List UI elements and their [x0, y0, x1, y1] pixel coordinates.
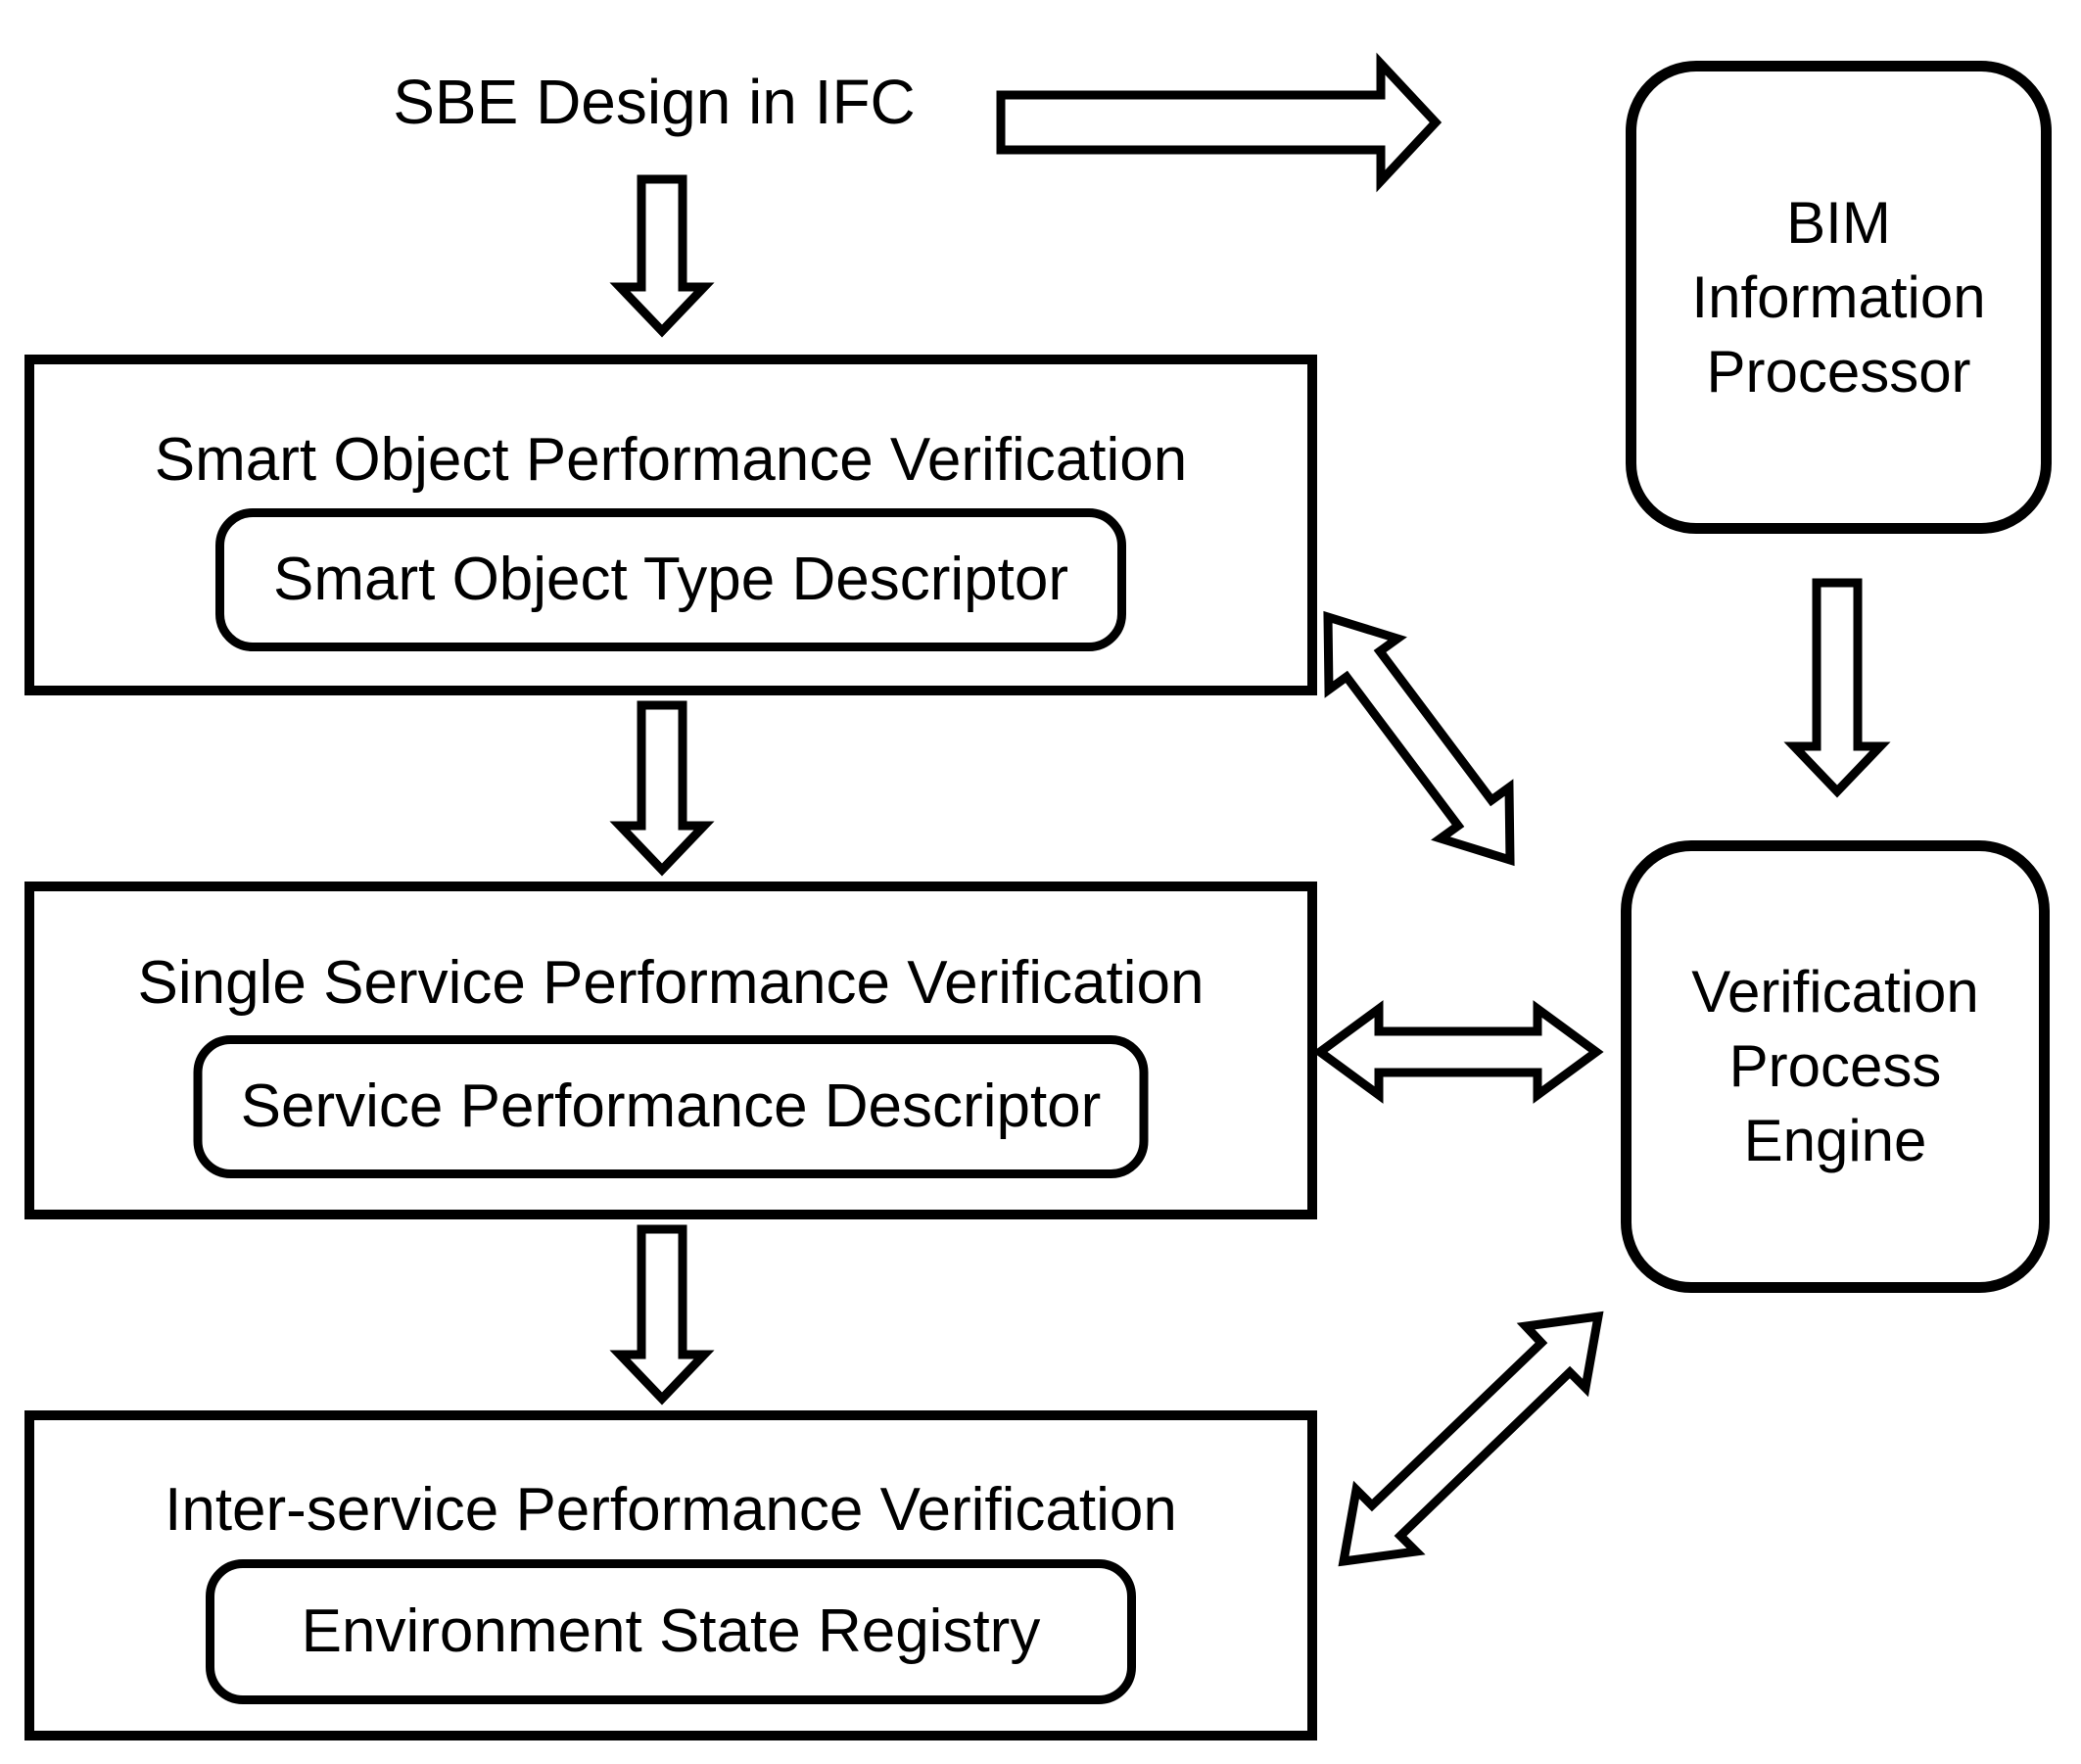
bim-line-3: Processor: [1706, 338, 1971, 405]
verification-process-engine-node: Verification Process Engine: [1621, 840, 2050, 1293]
arrow-sbe-to-bim-icon: [996, 52, 1443, 193]
service-performance-descriptor-node: Service Performance Descriptor: [193, 1035, 1149, 1178]
vpe-line-3: Engine: [1743, 1108, 1927, 1173]
bim-information-processor-node: BIM Information Processor: [1626, 61, 2052, 534]
inter-service-verification-title: Inter-service Performance Verification: [165, 1476, 1177, 1544]
bim-line-2: Information: [1691, 263, 1986, 330]
arrow-bim-to-engine-icon: [1783, 578, 1891, 798]
single-service-verification-node: Single Service Performance Verification …: [24, 882, 1317, 1219]
smart-object-verification-title: Smart Object Performance Verification: [154, 426, 1188, 494]
environment-state-registry-label: Environment State Registry: [301, 1597, 1041, 1665]
arrow-inter-service-engine-bidirectional-icon: [1338, 1311, 1604, 1567]
vpe-line-1: Verification: [1691, 959, 1979, 1025]
smart-object-type-descriptor-node: Smart Object Type Descriptor: [215, 508, 1126, 651]
arrow-single-service-to-inter-service-icon: [609, 1224, 715, 1406]
sbe-design-label: SBE Design in IFC: [393, 67, 916, 137]
arrow-sbe-to-smart-object-icon: [609, 174, 715, 338]
inter-service-verification-node: Inter-service Performance Verification E…: [24, 1410, 1317, 1740]
arrow-single-service-engine-bidirectional-icon: [1312, 1000, 1604, 1104]
smart-object-verification-node: Smart Object Performance Verification Sm…: [24, 355, 1317, 695]
environment-state-registry-node: Environment State Registry: [206, 1559, 1136, 1704]
bim-line-1: BIM: [1786, 189, 1891, 256]
smart-object-type-descriptor-label: Smart Object Type Descriptor: [272, 546, 1069, 613]
single-service-verification-title: Single Service Performance Verification: [137, 949, 1205, 1017]
arrow-smart-object-to-single-service-icon: [609, 700, 715, 877]
vpe-line-2: Process: [1728, 1033, 1942, 1099]
arrow-smart-object-engine-bidirectional-icon: [1323, 610, 1515, 867]
service-performance-descriptor-label: Service Performance Descriptor: [240, 1073, 1102, 1140]
